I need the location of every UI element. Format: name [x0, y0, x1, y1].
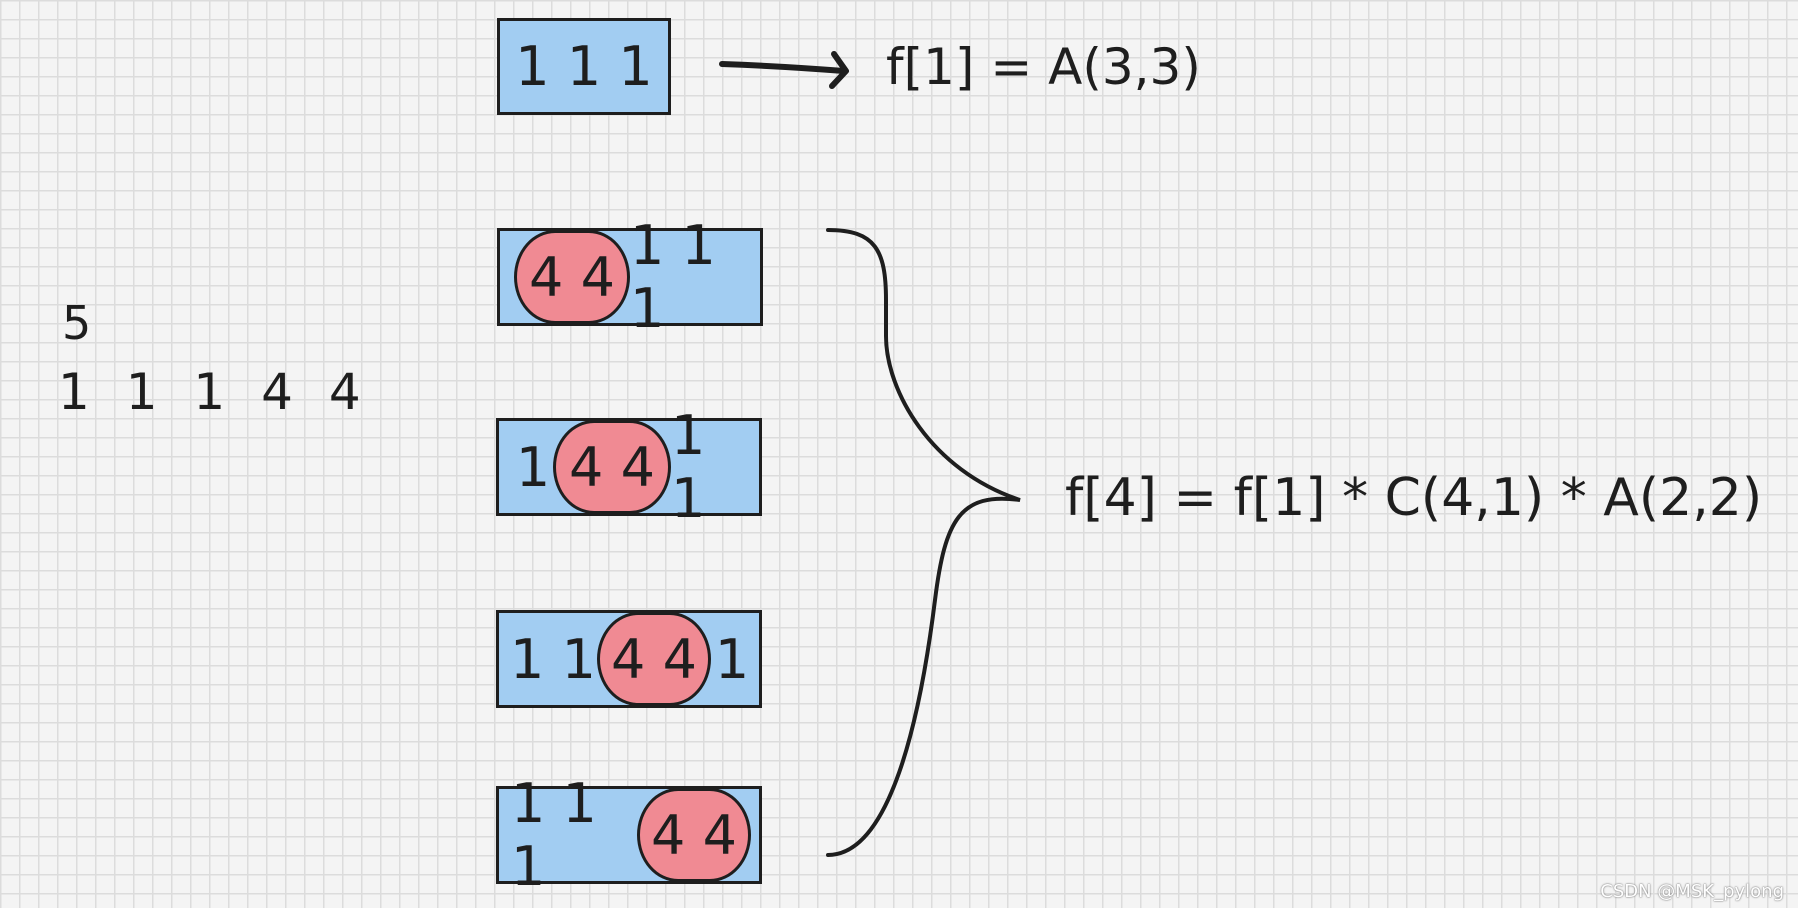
top-box-text: 1 1 1: [515, 35, 653, 98]
pill-44: [597, 612, 711, 706]
f4-formula: f[4] = f[1] * C(4,1) * A(2,2): [1065, 468, 1763, 528]
arrangement-box: 1 1 4 4 1: [496, 610, 762, 708]
pill-44: [553, 420, 671, 514]
watermark: CSDN @MSK_pylong: [1600, 881, 1784, 902]
pill-44: [514, 230, 630, 324]
input-sequence: 1 1 1 4 4: [58, 363, 371, 421]
pill-text: 4 4: [611, 627, 697, 691]
arrangement-box: 1 4 4 1 1: [496, 404, 762, 530]
input-count: 5: [62, 296, 92, 350]
left-ones: 1: [515, 435, 551, 499]
pill-text: 4 4: [651, 803, 737, 867]
right-arrow-icon: [719, 51, 849, 89]
right-ones: 1: [714, 627, 750, 691]
right-curly-brace-icon: [826, 228, 1021, 857]
pill-text: 4 4: [569, 435, 655, 499]
f1-formula: f[1] = A(3,3): [886, 38, 1201, 96]
pill-text: 4 4: [529, 245, 615, 309]
pill-44: [637, 788, 751, 882]
left-ones: 1 1: [510, 627, 596, 691]
top-box: 1 1 1: [497, 18, 671, 115]
